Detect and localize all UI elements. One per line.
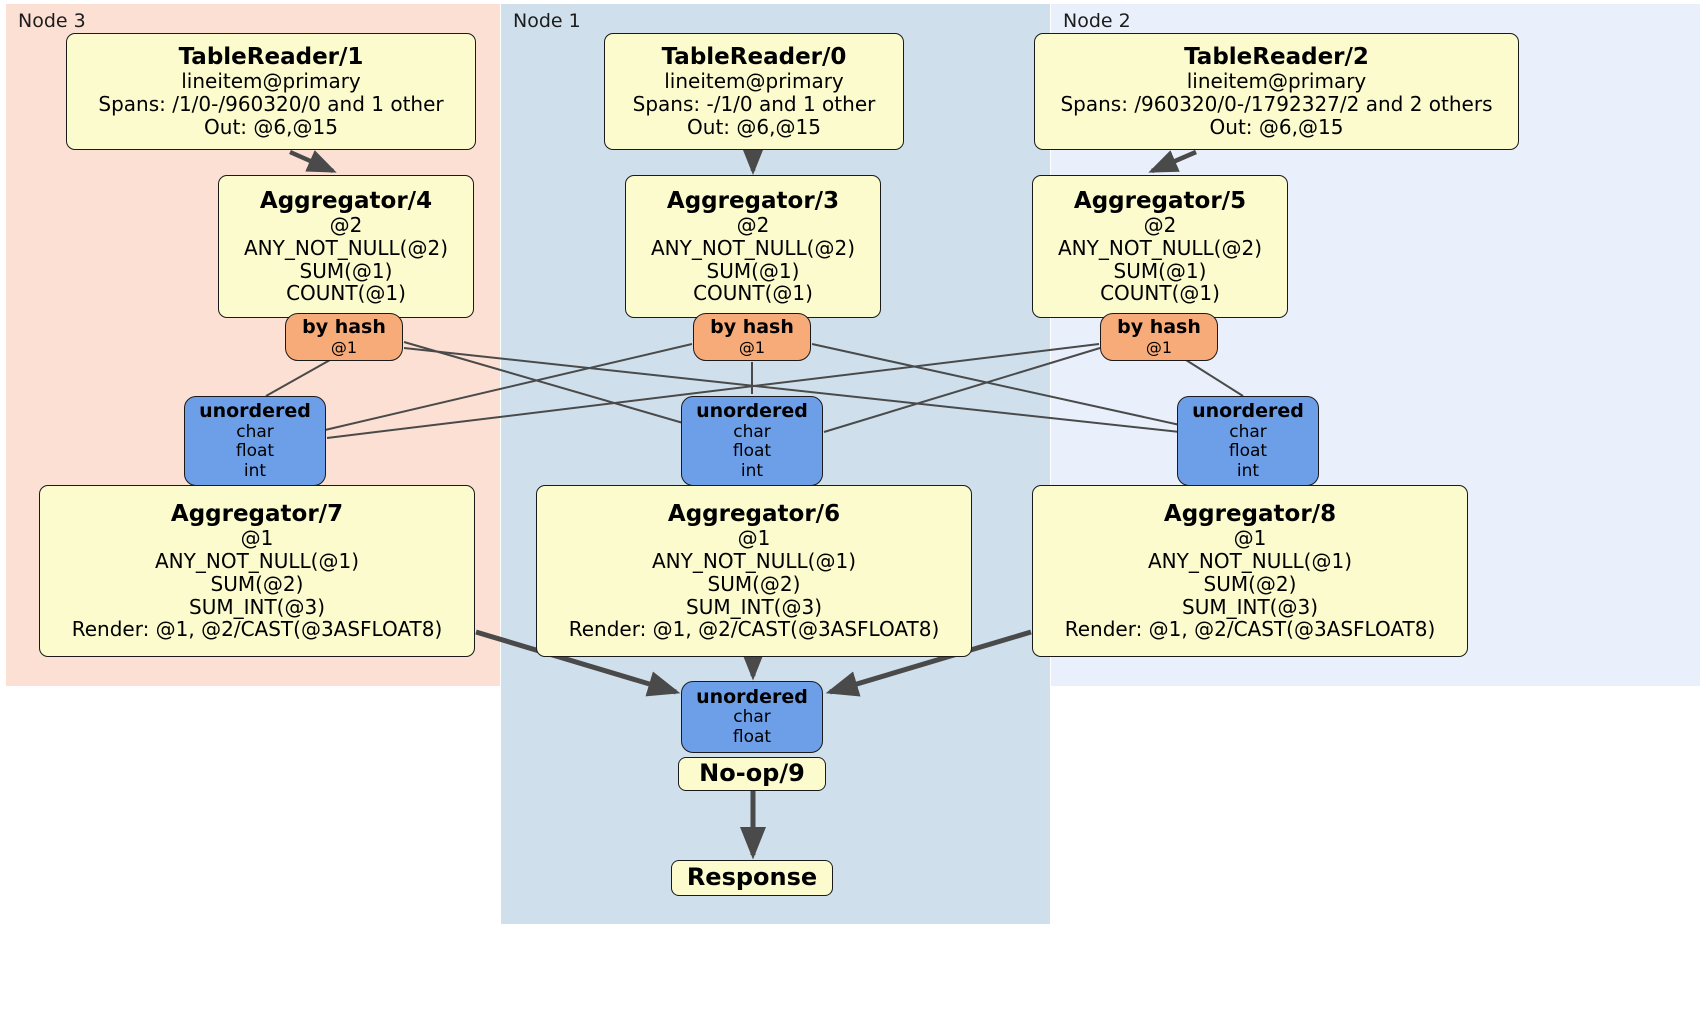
synchronizer-type: char: [1229, 421, 1267, 442]
processor-title: Aggregator/8: [1163, 500, 1337, 527]
processor-spans: Spans: /960320/0-/1792327/2 and 2 others: [1060, 92, 1493, 117]
processor-table: lineitem@primary: [181, 69, 361, 94]
processor-agg: SUM_INT(@3): [189, 594, 325, 619]
synchronizer-type: int: [740, 460, 764, 481]
processor-agg: COUNT(@1): [693, 281, 813, 306]
unordered-synchronizer-aggregator7[interactable]: unordered char float int: [184, 396, 326, 486]
synchronizer-type: char: [236, 421, 274, 442]
processor-agg: ANY_NOT_NULL(@1): [1148, 548, 1352, 573]
processor-box-tablereader-0[interactable]: TableReader/0 lineitem@primary Spans: -/…: [604, 33, 904, 150]
synchronizer-title: unordered: [696, 400, 808, 423]
processor-title: TableReader/1: [178, 44, 364, 71]
processor-spans: Spans: /1/0-/960320/0 and 1 other: [98, 92, 444, 117]
processor-agg: SUM(@1): [1113, 258, 1207, 283]
processor-box-aggregator-4[interactable]: Aggregator/4 @2 ANY_NOT_NULL(@2) SUM(@1)…: [218, 175, 474, 318]
node-panel-label: Node 2: [1063, 10, 1131, 32]
processor-agg: SUM(@1): [706, 258, 800, 283]
synchronizer-type: float: [1228, 441, 1268, 462]
processor-group: @2: [736, 213, 770, 238]
processor-group: @2: [1143, 213, 1177, 238]
processor-agg: ANY_NOT_NULL(@2): [1058, 235, 1262, 260]
processor-agg: SUM(@1): [299, 258, 393, 283]
processor-title: Aggregator/5: [1073, 187, 1247, 214]
unordered-synchronizer-aggregator6[interactable]: unordered char float int: [681, 396, 823, 486]
processor-agg: ANY_NOT_NULL(@1): [652, 548, 856, 573]
processor-agg: ANY_NOT_NULL(@1): [155, 548, 359, 573]
synchronizer-type: int: [243, 460, 267, 481]
processor-spans: Spans: -/1/0 and 1 other: [632, 92, 876, 117]
processor-title: Aggregator/7: [170, 500, 344, 527]
processor-title: TableReader/2: [1184, 44, 1369, 71]
processor-agg: SUM_INT(@3): [686, 594, 822, 619]
hash-router-title: by hash: [302, 316, 386, 339]
processor-box-noop-9[interactable]: No-op/9: [678, 757, 826, 791]
synchronizer-type: char: [733, 707, 771, 728]
synchronizer-type: char: [733, 421, 771, 442]
response-title: Response: [686, 863, 818, 892]
processor-group: @2: [329, 213, 363, 238]
synchronizer-type: int: [1236, 460, 1260, 481]
response-box[interactable]: Response: [671, 860, 833, 896]
processor-group: @1: [240, 526, 274, 551]
processor-agg: COUNT(@1): [286, 281, 406, 306]
processor-agg: SUM(@2): [210, 571, 304, 596]
unordered-synchronizer-final[interactable]: unordered char float: [681, 681, 823, 753]
synchronizer-type: float: [235, 441, 275, 462]
unordered-synchronizer-aggregator8[interactable]: unordered char float int: [1177, 396, 1319, 486]
processor-group: @1: [737, 526, 771, 551]
processor-agg: ANY_NOT_NULL(@2): [651, 235, 855, 260]
processor-agg: ANY_NOT_NULL(@2): [244, 235, 448, 260]
hash-router-column: @1: [330, 337, 358, 357]
processor-title: Aggregator/4: [259, 187, 433, 214]
processor-out: Out: @6,@15: [204, 115, 338, 139]
processor-title: Aggregator/6: [667, 500, 841, 527]
synchronizer-type: float: [732, 726, 772, 747]
processor-group: @1: [1233, 526, 1267, 551]
processor-agg: SUM(@2): [707, 571, 801, 596]
node-panel-label: Node 1: [513, 10, 581, 32]
processor-table: lineitem@primary: [664, 69, 844, 94]
processor-out: Out: @6,@15: [687, 115, 821, 139]
processor-box-tablereader-1[interactable]: TableReader/1 lineitem@primary Spans: /1…: [66, 33, 476, 150]
processor-title: TableReader/0: [661, 44, 847, 71]
processor-out: Out: @6,@15: [1209, 115, 1344, 139]
hash-router-title: by hash: [710, 316, 794, 339]
processor-box-aggregator-8[interactable]: Aggregator/8 @1 ANY_NOT_NULL(@1) SUM(@2)…: [1032, 485, 1468, 657]
processor-render: Render: @1, @2/CAST(@3ASFLOAT8): [71, 617, 443, 642]
hash-router-aggregator4[interactable]: by hash @1: [285, 313, 403, 361]
processor-box-tablereader-2[interactable]: TableReader/2 lineitem@primary Spans: /9…: [1034, 33, 1519, 150]
processor-box-aggregator-5[interactable]: Aggregator/5 @2 ANY_NOT_NULL(@2) SUM(@1)…: [1032, 175, 1288, 318]
synchronizer-type: float: [732, 441, 772, 462]
processor-box-aggregator-3[interactable]: Aggregator/3 @2 ANY_NOT_NULL(@2) SUM(@1)…: [625, 175, 881, 318]
processor-agg: COUNT(@1): [1100, 281, 1220, 306]
node-panel-label: Node 3: [18, 10, 86, 32]
hash-router-aggregator3[interactable]: by hash @1: [693, 313, 811, 361]
processor-title: No-op/9: [699, 759, 805, 788]
synchronizer-title: unordered: [696, 685, 808, 708]
synchronizer-title: unordered: [199, 400, 311, 423]
processor-box-aggregator-6[interactable]: Aggregator/6 @1 ANY_NOT_NULL(@1) SUM(@2)…: [536, 485, 972, 657]
hash-router-column: @1: [1145, 337, 1173, 357]
processor-table: lineitem@primary: [1186, 69, 1367, 94]
hash-router-column: @1: [738, 337, 766, 357]
processor-agg: SUM_INT(@3): [1182, 594, 1318, 619]
synchronizer-title: unordered: [1192, 400, 1304, 423]
hash-router-aggregator5[interactable]: by hash @1: [1100, 313, 1218, 361]
processor-render: Render: @1, @2/CAST(@3ASFLOAT8): [1064, 617, 1436, 642]
processor-title: Aggregator/3: [666, 187, 840, 214]
processor-agg: SUM(@2): [1203, 571, 1297, 596]
processor-render: Render: @1, @2/CAST(@3ASFLOAT8): [568, 617, 940, 642]
hash-router-title: by hash: [1117, 316, 1201, 339]
processor-box-aggregator-7[interactable]: Aggregator/7 @1 ANY_NOT_NULL(@1) SUM(@2)…: [39, 485, 475, 657]
